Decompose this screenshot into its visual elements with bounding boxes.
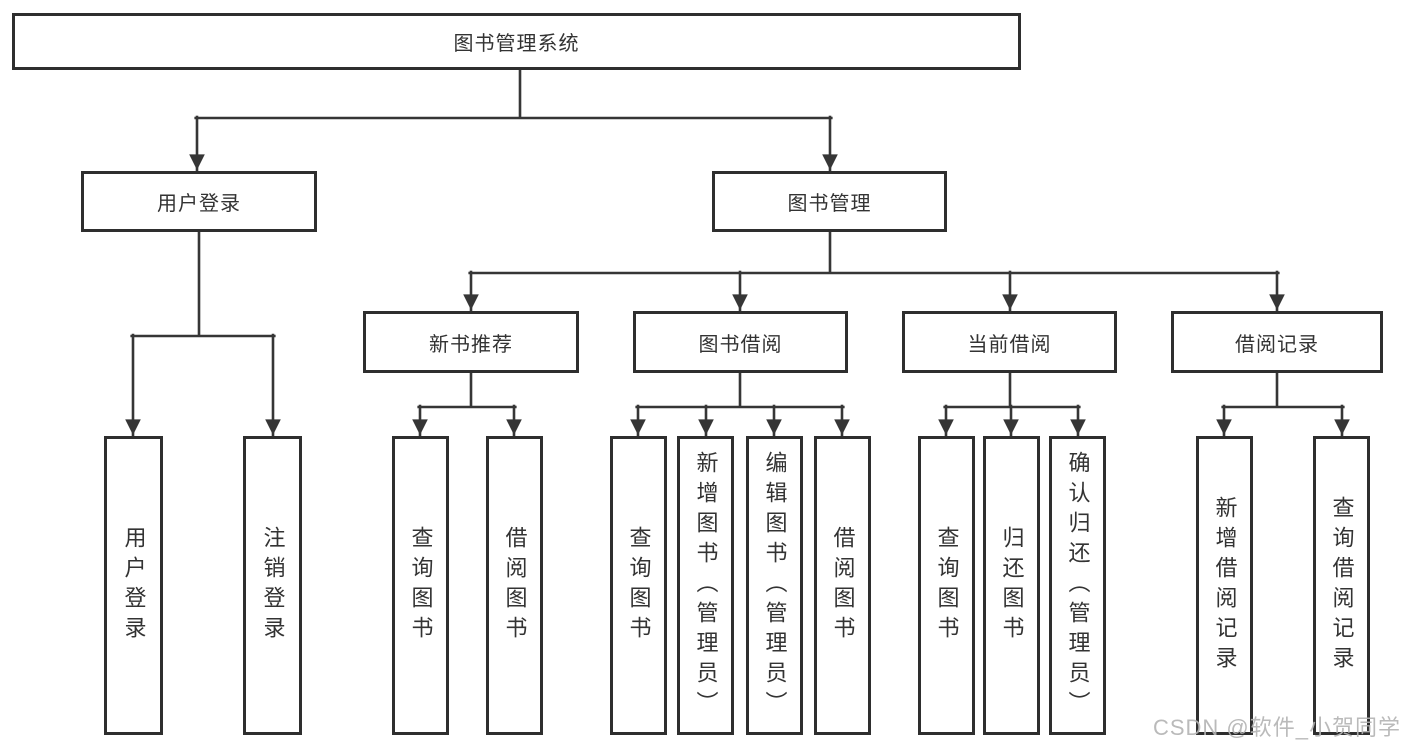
node-new-book-recommend: 新书推荐 xyxy=(363,311,579,373)
node-leaf-user-login: 用户登录 xyxy=(104,436,163,735)
node-label: 用户登录 xyxy=(121,525,147,646)
node-label: 查询借阅记录 xyxy=(1329,495,1355,676)
node-leaf-cb-return-book: 归还图书 xyxy=(983,436,1040,735)
csdn-watermark: CSDN @软件_小贺同学 xyxy=(1152,715,1401,740)
node-label: 确认归还（管理员） xyxy=(1065,450,1091,721)
node-book-management: 图书管理 xyxy=(712,171,947,232)
node-label: 借阅图书 xyxy=(502,525,528,646)
node-leaf-rec-query-book: 查询图书 xyxy=(392,436,449,735)
node-leaf-rec-borrow-book: 借阅图书 xyxy=(486,436,543,735)
node-leaf-br-add-record: 新增借阅记录 xyxy=(1196,436,1253,735)
node-label: 归还图书 xyxy=(999,525,1025,646)
node-leaf-bb-edit-book-admin: 编辑图书（管理员） xyxy=(746,436,803,735)
node-label: 查询图书 xyxy=(626,525,652,646)
node-label: 新增借阅记录 xyxy=(1212,495,1238,676)
node-leaf-bb-add-book-admin: 新增图书（管理员） xyxy=(677,436,734,735)
node-label: 注销登录 xyxy=(260,525,286,646)
node-label: 借阅图书 xyxy=(830,525,856,646)
node-label: 编辑图书（管理员） xyxy=(762,450,788,721)
node-borrow-record: 借阅记录 xyxy=(1171,311,1383,373)
node-leaf-cb-confirm-return-admin: 确认归还（管理员） xyxy=(1049,436,1106,735)
node-leaf-cb-query-book: 查询图书 xyxy=(918,436,975,735)
node-leaf-bb-borrow-book: 借阅图书 xyxy=(814,436,871,735)
node-label: 新增图书（管理员） xyxy=(693,450,719,721)
node-leaf-logout: 注销登录 xyxy=(243,436,302,735)
node-user-login: 用户登录 xyxy=(81,171,317,232)
node-current-borrow: 当前借阅 xyxy=(902,311,1117,373)
node-leaf-bb-query-book: 查询图书 xyxy=(610,436,667,735)
node-label: 查询图书 xyxy=(408,525,434,646)
node-root-title: 图书管理系统 xyxy=(12,13,1021,70)
node-label: 查询图书 xyxy=(934,525,960,646)
node-leaf-br-query-record: 查询借阅记录 xyxy=(1313,436,1370,735)
node-book-borrow: 图书借阅 xyxy=(633,311,848,373)
